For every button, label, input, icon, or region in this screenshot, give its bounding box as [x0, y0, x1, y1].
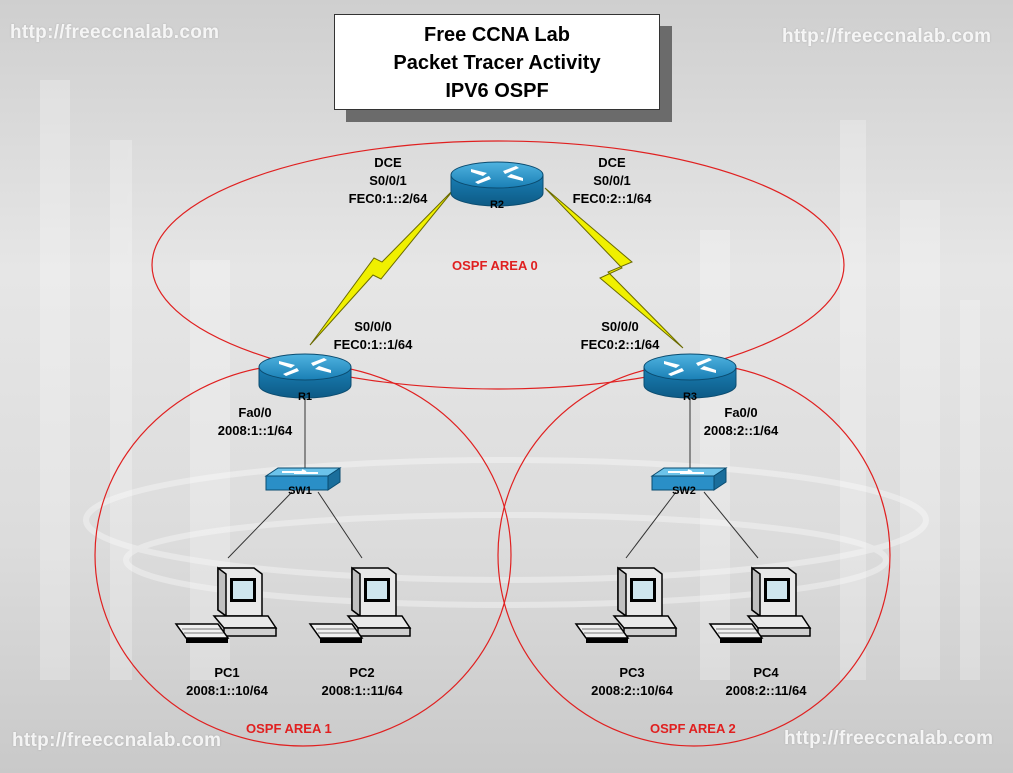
r2-right-addr: FEC0:2::1/64 — [572, 191, 652, 206]
r3-serial-interface: S0/0/0 FEC0:2::1/64 — [564, 318, 676, 354]
r1-fa-interface: Fa0/0 2008:1::1/64 — [200, 404, 310, 440]
watermark-top-right: http://freeccnalab.com — [782, 26, 992, 47]
r2-label: R2 — [489, 199, 505, 211]
r2-right-interface: DCE S0/0/1 FEC0:2::1/64 — [556, 154, 668, 208]
r2-right-port: S0/0/1 — [593, 173, 631, 188]
r3-fa-port: Fa0/0 — [724, 405, 758, 420]
pc4-addr: 2008:2::11/64 — [725, 683, 807, 698]
area0-label: OSPF AREA 0 — [452, 258, 538, 273]
r3-serial-port: S0/0/0 — [601, 319, 639, 334]
link-sw1-pc1 — [227, 491, 293, 559]
r1-fa-port: Fa0/0 — [238, 405, 272, 420]
title-line-2: Packet Tracer Activity — [393, 52, 601, 74]
r3-fa-interface: Fa0/0 2008:2::1/64 — [686, 404, 796, 440]
link-sw1-pc2 — [317, 491, 363, 559]
watermark-top-left: http://freeccnalab.com — [10, 22, 220, 43]
pc1-name: PC1 — [214, 665, 240, 680]
pc3-name: PC3 — [619, 665, 645, 680]
r2-left-addr: FEC0:1::2/64 — [348, 191, 428, 206]
title-line-3: IPV6 OSPF — [445, 80, 549, 102]
r1-serial-addr: FEC0:1::1/64 — [333, 337, 413, 352]
r2-left-port: S0/0/1 — [369, 173, 407, 188]
pc4-icon — [709, 567, 811, 644]
r3-fa-addr: 2008:2::1/64 — [703, 423, 779, 438]
pc1-labels: PC1 2008:1::10/64 — [172, 664, 282, 700]
r3-label: R3 — [682, 391, 698, 403]
serial-link-r2-r3 — [544, 187, 684, 349]
pc1-icon — [175, 567, 277, 644]
pc4-name: PC4 — [753, 665, 779, 680]
pc3-icon — [575, 567, 677, 644]
area2-label: OSPF AREA 2 — [650, 721, 736, 736]
sw2-label: SW2 — [672, 485, 696, 497]
r1-fa-addr: 2008:1::1/64 — [217, 423, 293, 438]
r1-label: R1 — [297, 391, 313, 403]
link-sw2-pc3 — [625, 491, 677, 559]
area1-label: OSPF AREA 1 — [246, 721, 332, 736]
pc3-addr: 2008:2::10/64 — [591, 683, 673, 698]
r3-serial-addr: FEC0:2::1/64 — [580, 337, 660, 352]
title-box: Free CCNA Lab Packet Tracer Activity IPV… — [334, 14, 660, 110]
pc2-icon — [309, 567, 411, 644]
title-line-1: Free CCNA Lab — [424, 24, 570, 46]
pc1-addr: 2008:1::10/64 — [186, 683, 268, 698]
r2-left-interface: DCE S0/0/1 FEC0:1::2/64 — [333, 154, 443, 208]
watermark-bottom-left: http://freeccnalab.com — [12, 730, 222, 751]
area0-outline — [151, 140, 845, 390]
serial-link-r1-r2 — [309, 187, 456, 346]
r1-serial-port: S0/0/0 — [354, 319, 392, 334]
link-sw2-pc4 — [703, 491, 759, 559]
sw1-label: SW1 — [288, 485, 312, 497]
r2-left-dce: DCE — [374, 155, 402, 170]
r1-serial-interface: S0/0/0 FEC0:1::1/64 — [318, 318, 428, 354]
watermark-bottom-right: http://freeccnalab.com — [784, 728, 994, 749]
pc2-addr: 2008:1::11/64 — [321, 683, 403, 698]
pc3-labels: PC3 2008:2::10/64 — [576, 664, 688, 700]
pc4-labels: PC4 2008:2::11/64 — [710, 664, 822, 700]
r2-right-dce: DCE — [598, 155, 626, 170]
pc2-name: PC2 — [349, 665, 375, 680]
pc2-labels: PC2 2008:1::11/64 — [306, 664, 418, 700]
